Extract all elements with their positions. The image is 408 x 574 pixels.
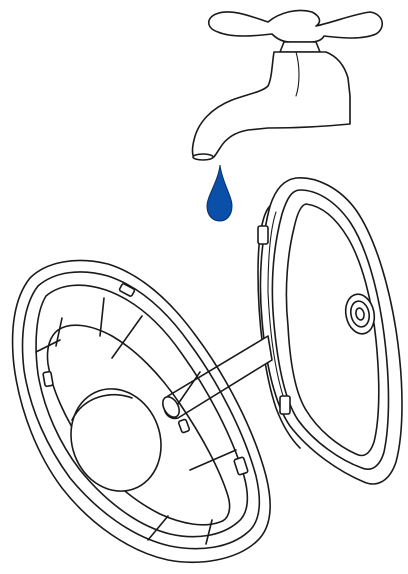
water-drop-icon [207, 165, 232, 221]
base-clip-top [119, 283, 135, 297]
base-rib-8 [206, 520, 212, 544]
connecting-arm [164, 336, 272, 418]
container-lid [258, 178, 402, 484]
faucet-handle [209, 10, 383, 42]
lid-clip-upper [258, 226, 268, 244]
base-clip-mid [178, 419, 190, 433]
faucet-icon [193, 10, 383, 160]
base-clip-right [234, 457, 248, 475]
container-base [13, 260, 271, 562]
lid-clip-lower [280, 396, 290, 414]
base-clip-left [43, 371, 53, 386]
base-rib-2 [112, 316, 142, 358]
faucet-spout-opening [193, 154, 213, 160]
faucet-body [193, 52, 351, 158]
base-rib-4 [190, 450, 236, 470]
faucet-neck [280, 42, 320, 52]
